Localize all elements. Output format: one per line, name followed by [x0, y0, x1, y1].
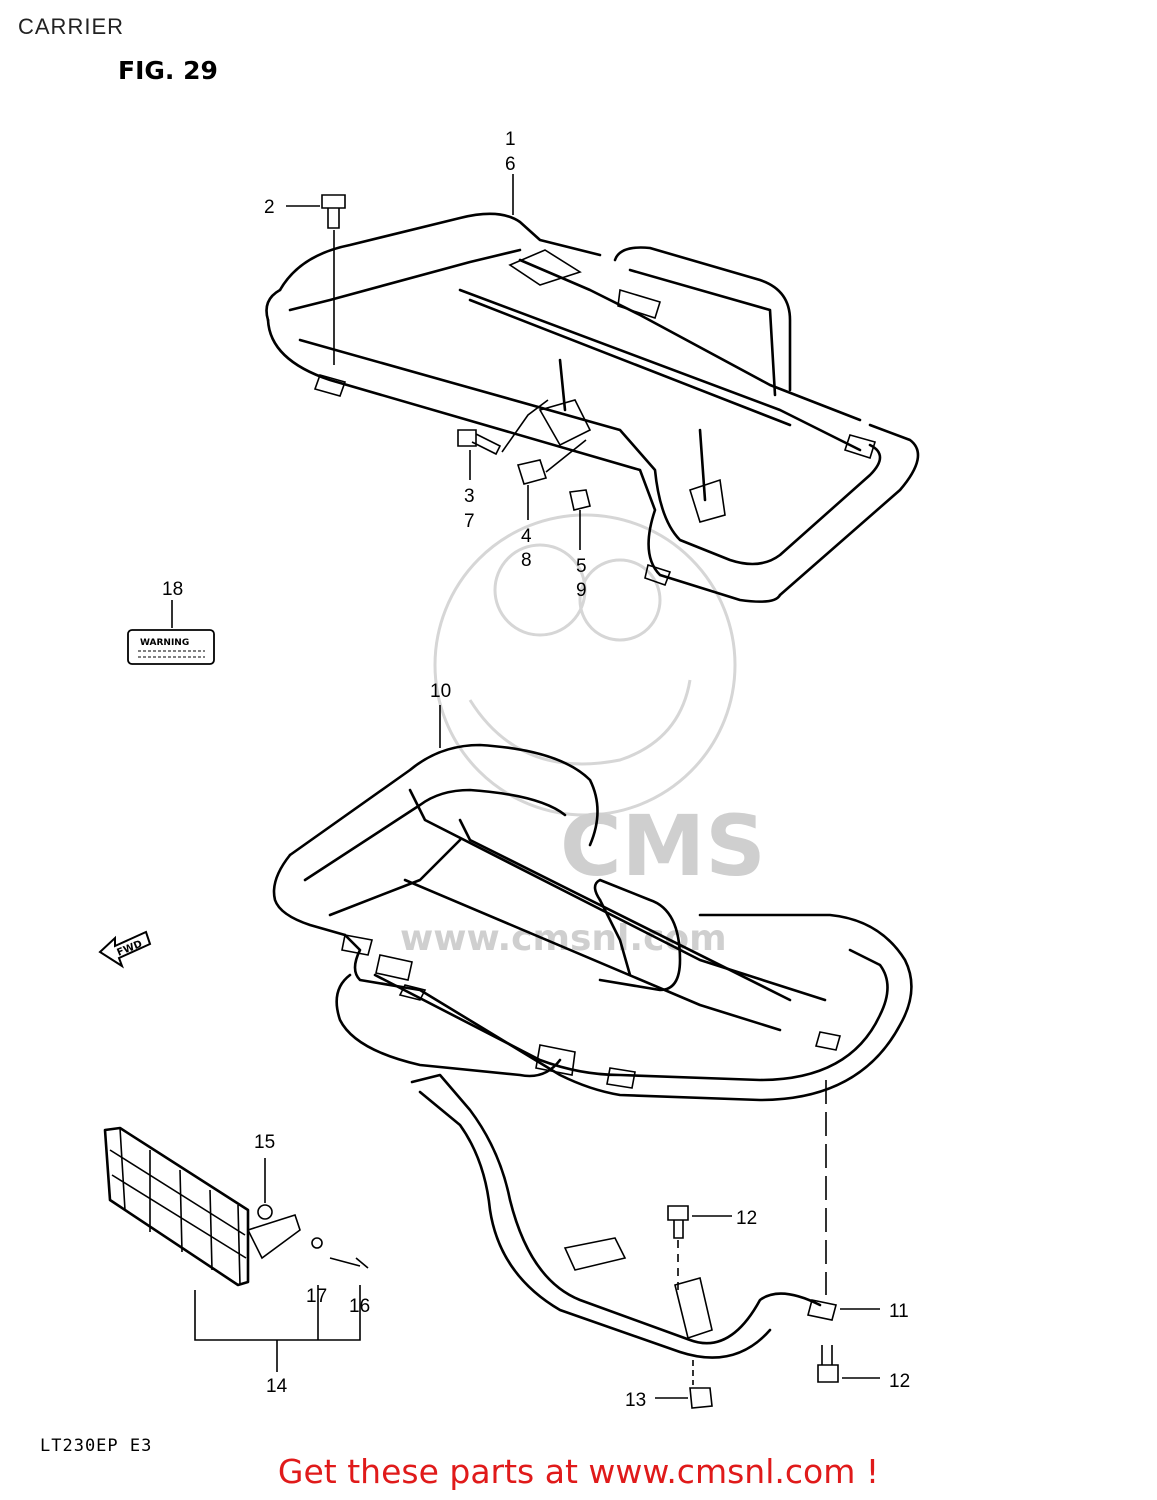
- callout-8: 8: [521, 550, 532, 571]
- page-title: CARRIER: [18, 14, 125, 39]
- callout-15: 15: [254, 1132, 275, 1153]
- callout-16: 16: [349, 1296, 370, 1317]
- warning-decal: WARNING: [127, 600, 215, 665]
- callout-17: 17: [306, 1286, 327, 1307]
- callout-10: 10: [430, 681, 451, 702]
- watermark-logo: CMS www.cmsnl.com: [400, 513, 766, 959]
- footer-link[interactable]: Get these parts at www.cmsnl.com !: [277, 1452, 880, 1491]
- callout-5: 5: [576, 556, 587, 577]
- callout-9: 9: [576, 580, 587, 601]
- model-code: LT230EP E3: [40, 1436, 153, 1456]
- parts-diagram: CMS www.cmsnl.com: [98, 129, 920, 1411]
- fwd-arrow-text: FWD: [116, 939, 144, 959]
- callout-6: 6: [505, 154, 516, 175]
- warning-decal-text: WARNING: [140, 638, 189, 648]
- rear-carrier-drawing: [272, 705, 913, 1102]
- callout-18: 18: [162, 579, 183, 600]
- callout-3: 3: [464, 486, 475, 507]
- callout-2: 2: [264, 197, 275, 218]
- front-carrier-drawing: [265, 174, 920, 603]
- callout-7: 7: [464, 511, 475, 532]
- watermark-url: www.cmsnl.com: [400, 918, 727, 959]
- watermark-brand: CMS: [560, 797, 766, 895]
- callout-11: 11: [889, 1301, 909, 1322]
- callout-14: 14: [266, 1376, 288, 1397]
- callout-12-top: 12: [736, 1208, 757, 1229]
- callout-13: 13: [625, 1390, 646, 1411]
- figure-label: FIG. 29: [118, 56, 218, 85]
- carrier-bracket-drawing: [410, 1073, 880, 1409]
- grille-guard-drawing: [103, 1126, 369, 1372]
- callout-1: 1: [505, 129, 516, 150]
- callout-12-bottom: 12: [889, 1371, 910, 1392]
- fwd-arrow-icon: FWD: [98, 930, 152, 969]
- callout-4: 4: [521, 526, 532, 547]
